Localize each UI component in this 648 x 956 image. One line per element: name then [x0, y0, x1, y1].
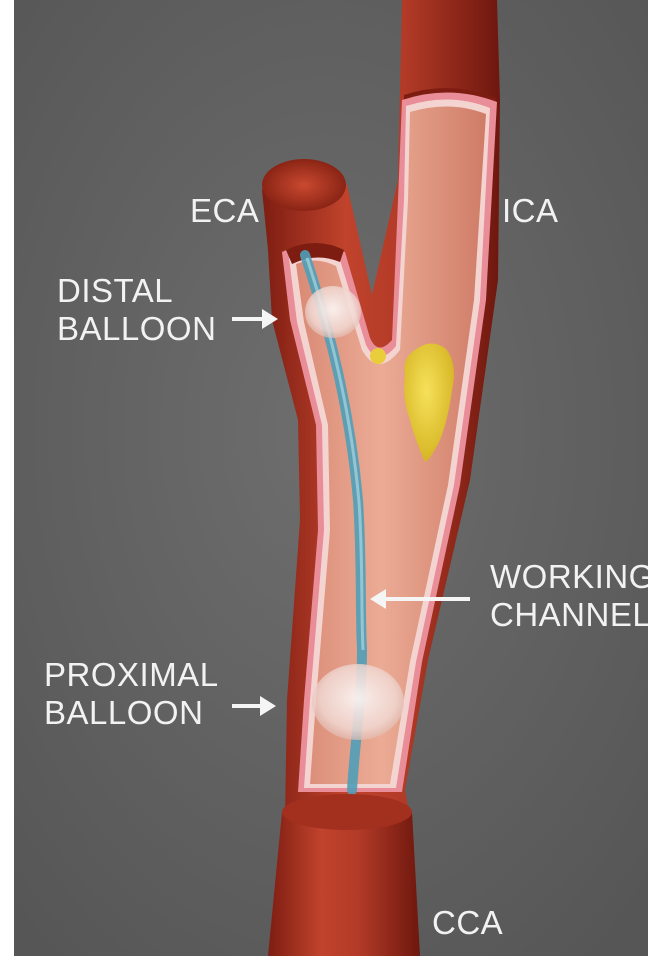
- proximal-balloon-label-line2: BALLOON: [44, 694, 219, 732]
- left-border: [0, 0, 14, 956]
- distal-balloon-label: DISTAL BALLOON: [57, 272, 216, 348]
- cca-label: CCA: [432, 904, 503, 942]
- ica-label: ICA: [502, 192, 559, 230]
- working-channel-label-line1: WORKING: [490, 558, 648, 596]
- cca-cylinder-top: [282, 794, 412, 830]
- proximal-balloon-label-line1: PROXIMAL: [44, 656, 219, 694]
- distal-balloon: [305, 286, 361, 338]
- distal-balloon-label-line1: DISTAL: [57, 272, 216, 310]
- plaque-small: [370, 348, 386, 364]
- eca-label: ECA: [190, 192, 259, 230]
- distal-balloon-label-line2: BALLOON: [57, 310, 216, 348]
- working-channel-label-line2: CHANNEL: [490, 596, 648, 634]
- eca-cap: [262, 159, 346, 211]
- proximal-balloon-label: PROXIMAL BALLOON: [44, 656, 219, 732]
- proximal-balloon: [312, 664, 404, 740]
- working-channel-label: WORKING CHANNEL: [490, 558, 648, 634]
